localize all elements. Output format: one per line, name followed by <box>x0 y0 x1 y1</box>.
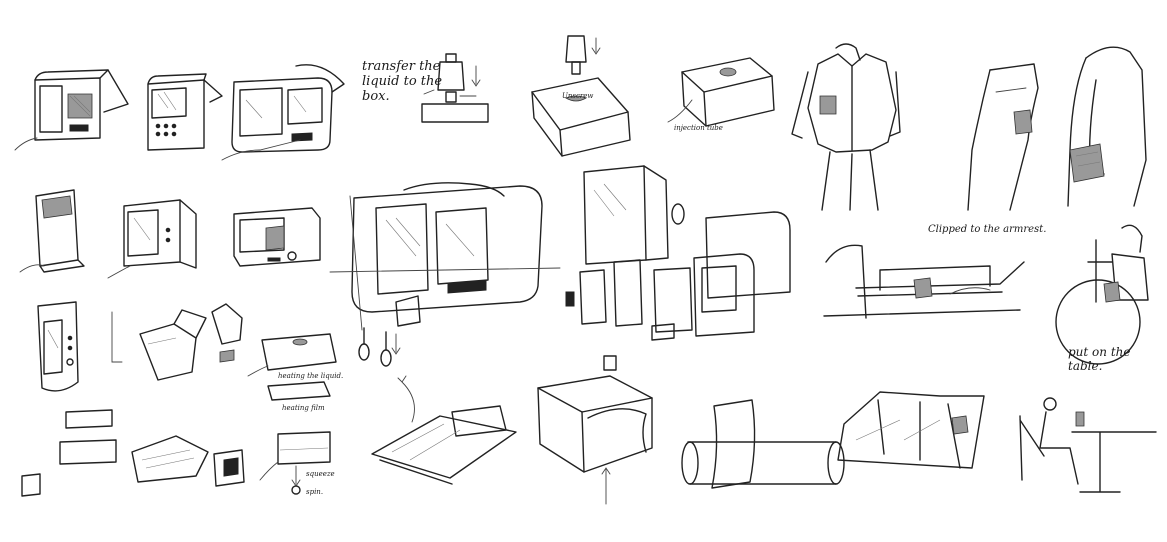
pipe-wrap-sketch <box>681 399 845 489</box>
bottle-transfer-sketch <box>421 53 489 123</box>
cylinder-device-sketch <box>37 301 79 392</box>
device-oven-sketch <box>233 207 321 267</box>
squeeze-note: squeeze <box>306 470 335 478</box>
device-side-lid-sketch <box>107 199 197 279</box>
clipped-note: Clipped to the armrest. <box>928 224 1047 235</box>
wavy-box-sketch <box>537 355 653 505</box>
spin-note: spin. <box>306 488 324 496</box>
table-figure-sketch <box>1019 397 1157 493</box>
jacket-figure-sketch <box>791 43 901 211</box>
heating-liquid-note: heating the liquid. <box>278 372 344 380</box>
heating-tray-sketch <box>247 333 337 401</box>
injection-tube-note: injection tube <box>674 124 723 132</box>
unscrew-note: Unscrew <box>562 92 594 100</box>
bed-sketch <box>823 244 1025 319</box>
shirt-figure-sketch <box>1067 46 1147 207</box>
squeeze-spin-sketch <box>259 431 331 495</box>
kiosk-sketch <box>19 189 85 273</box>
modular-cabinets-sketch <box>565 165 791 341</box>
small-box-sketches <box>21 409 245 497</box>
device-sketch-buttons <box>147 73 223 151</box>
heating-film-note: heating film <box>282 404 325 412</box>
pants-figure-sketch <box>967 63 1039 211</box>
transfer-note: transfer the liquid to the box. <box>362 59 443 104</box>
box-cable-sketch <box>667 57 775 127</box>
device-sketch-open-lid <box>14 69 129 151</box>
wheelchair-figure-sketch <box>1055 224 1149 365</box>
device-sketch-wide <box>221 64 345 161</box>
tray-device-sketch <box>371 405 517 485</box>
large-device-sketch <box>329 182 561 331</box>
sofa-sketch <box>837 391 985 469</box>
put-table-note: put on the table. <box>1068 345 1131 373</box>
box-bottle-sketch <box>531 35 631 157</box>
wedge-device-sketch <box>111 303 243 381</box>
spoon-sketch <box>358 295 421 423</box>
